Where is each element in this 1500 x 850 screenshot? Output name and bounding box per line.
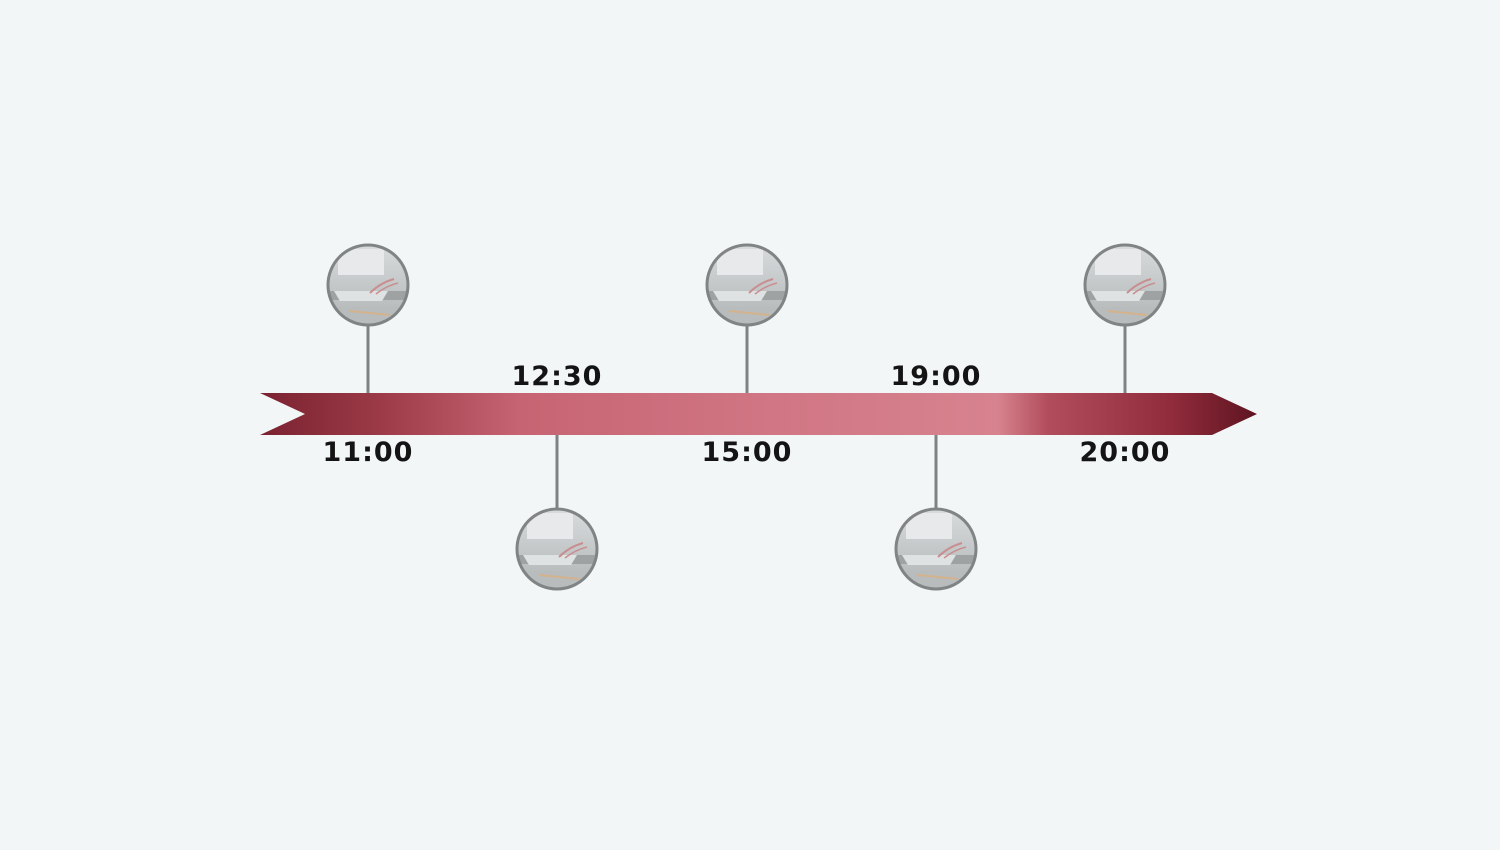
timeline-event-5 bbox=[1083, 243, 1167, 393]
event-time-label: 19:00 bbox=[890, 361, 982, 392]
laptop-desk-photo-icon bbox=[705, 243, 789, 327]
laptop-desk-photo-icon bbox=[326, 243, 410, 327]
event-time-label: 12:30 bbox=[511, 361, 603, 392]
laptop-desk-photo-icon bbox=[894, 507, 978, 591]
timeline-event-1 bbox=[326, 243, 410, 393]
event-time-label: 20:00 bbox=[1079, 437, 1171, 468]
timeline-event-4 bbox=[894, 435, 978, 591]
timeline-event-2 bbox=[515, 435, 599, 591]
laptop-desk-photo-icon bbox=[515, 507, 599, 591]
timeline-ribbon bbox=[260, 393, 1257, 435]
timeline-event-3 bbox=[705, 243, 789, 393]
event-time-label: 15:00 bbox=[701, 437, 793, 468]
laptop-desk-photo-icon bbox=[1083, 243, 1167, 327]
event-time-label: 11:00 bbox=[322, 437, 414, 468]
